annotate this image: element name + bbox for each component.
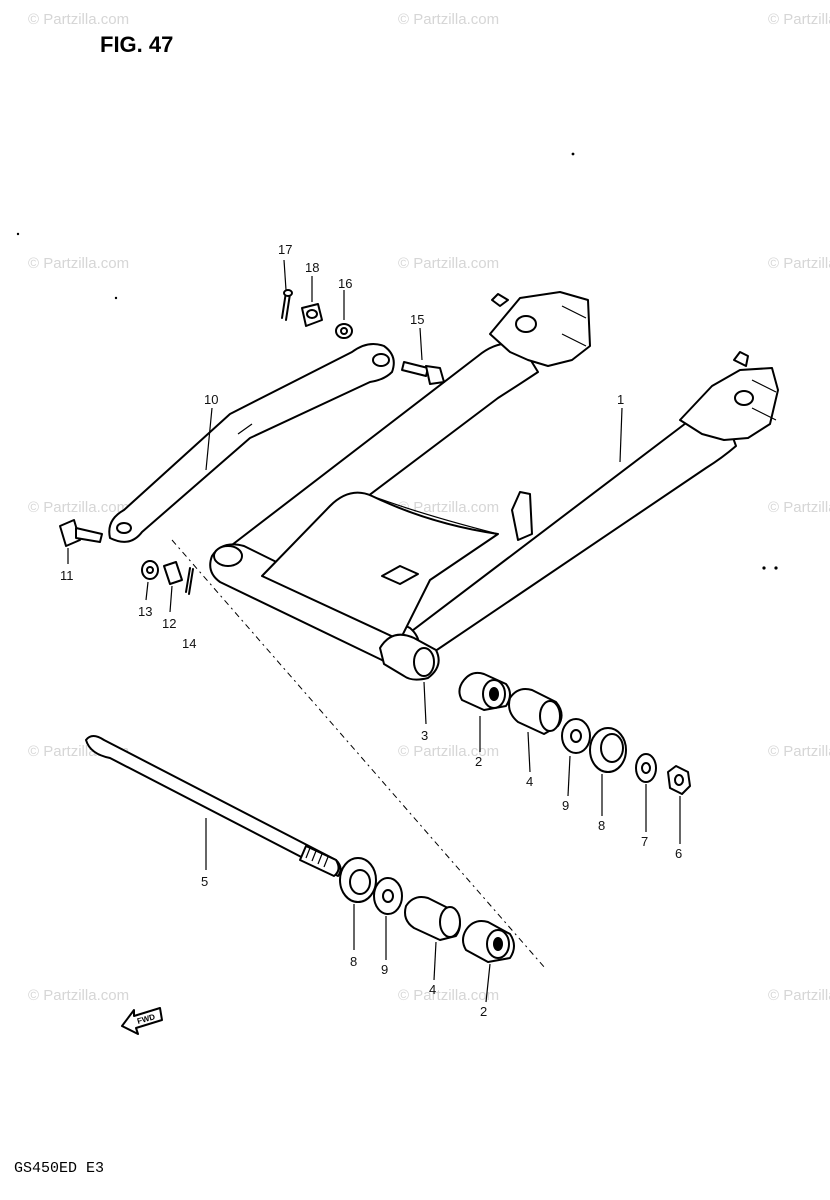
callout-11: 11 <box>60 568 74 583</box>
callout-14: 14 <box>182 636 196 651</box>
spacer-4a <box>508 688 563 735</box>
callout-4: 4 <box>429 982 436 997</box>
watermark: © Partzilla.com <box>768 255 830 272</box>
callouts: 17 18 16 15 10 1 11 13 12 14 3 2 4 9 8 7… <box>60 242 682 1019</box>
watermark: © Partzilla.com <box>768 987 830 1004</box>
callout-5: 5 <box>201 874 208 889</box>
dust-seal-8b <box>339 857 377 903</box>
callout-9: 9 <box>562 798 569 813</box>
castle-nut-12 <box>163 561 183 585</box>
callout-2: 2 <box>475 754 482 769</box>
castle-nut-18 <box>301 303 323 327</box>
model-code: GS450ED E3 <box>14 1160 104 1177</box>
forward-arrow: FWD <box>121 1007 163 1035</box>
watermark: © Partzilla.com <box>398 255 499 272</box>
watermark: © Partzilla.com <box>28 987 129 1004</box>
watermark: © Partzilla.com <box>768 743 830 760</box>
cotter-pin-14 <box>185 567 194 595</box>
print-specks <box>16 152 778 570</box>
watermark: © Partzilla.com <box>398 11 499 28</box>
callout-10: 10 <box>204 392 218 407</box>
watermark-layer: © Partzilla.com © Partzilla.com © Partzi… <box>28 11 830 1004</box>
swingarm <box>209 291 779 665</box>
watermark: © Partzilla.com <box>28 11 129 28</box>
bolt-15 <box>401 361 445 385</box>
watermark: © Partzilla.com <box>768 11 830 28</box>
watermark: © Partzilla.com <box>398 499 499 516</box>
callout-16: 16 <box>338 276 352 291</box>
needle-bearing-2b <box>462 920 515 963</box>
callout-9: 9 <box>381 962 388 977</box>
callout-7: 7 <box>641 834 648 849</box>
washer-9b <box>373 877 403 915</box>
callout-2: 2 <box>480 1004 487 1019</box>
watermark: © Partzilla.com <box>28 499 129 516</box>
torque-link <box>108 343 395 543</box>
dust-seal-8a <box>589 727 627 773</box>
spacer-pipe-3 <box>379 633 440 681</box>
pivot-axis-line <box>171 539 546 969</box>
callout-8: 8 <box>598 818 605 833</box>
washer-7 <box>635 753 657 783</box>
pivot-shaft-5 <box>85 735 342 877</box>
washer-16 <box>335 323 353 339</box>
callout-8: 8 <box>350 954 357 969</box>
callout-4: 4 <box>526 774 533 789</box>
bolt-11 <box>59 519 103 547</box>
callout-3: 3 <box>421 728 428 743</box>
watermark: © Partzilla.com <box>398 743 499 760</box>
callout-17: 17 <box>278 242 292 257</box>
needle-bearing-2a <box>458 671 511 711</box>
cotter-pin-17 <box>281 289 293 321</box>
washer-9a <box>561 718 591 754</box>
spacer-4b <box>404 896 461 941</box>
watermark: © Partzilla.com <box>398 987 499 1004</box>
nut-6 <box>667 765 691 795</box>
callout-15: 15 <box>410 312 424 327</box>
watermark: © Partzilla.com <box>768 499 830 516</box>
watermark: © Partzilla.com <box>28 255 129 272</box>
figure-title: FIG. 47 <box>100 32 173 57</box>
callout-12: 12 <box>162 616 176 631</box>
callout-18: 18 <box>305 260 319 275</box>
washer-13 <box>141 560 159 580</box>
callout-1: 1 <box>617 392 624 407</box>
leader-lines <box>67 259 681 1003</box>
callout-13: 13 <box>138 604 152 619</box>
callout-6: 6 <box>675 846 682 861</box>
